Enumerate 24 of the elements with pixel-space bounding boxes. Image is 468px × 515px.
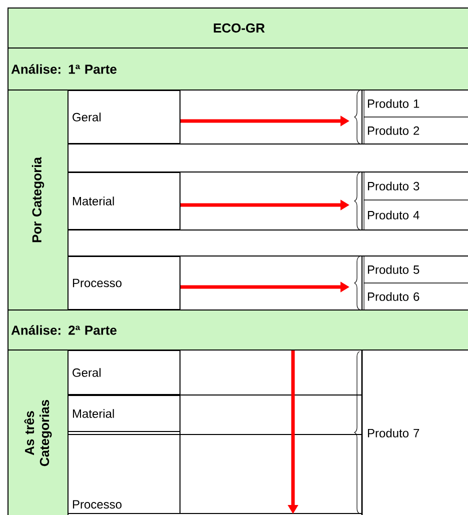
product-cell: Produto 2: [364, 116, 468, 144]
category-cell: Geral: [68, 350, 180, 395]
category-band: Por Categoria: [8, 90, 68, 310]
category-cell: Geral: [68, 90, 180, 144]
category-band: As três Categorias: [8, 350, 68, 515]
section-header: Análise: 2ª Parte: [8, 310, 468, 350]
category-cell: Processo: [68, 256, 180, 310]
curly-brace: [354, 256, 360, 310]
product-cell: Produto 1: [364, 90, 468, 118]
title-band: ECO-GR: [8, 8, 468, 48]
category-cell: Processo: [68, 434, 362, 514]
category-cell: Material: [68, 172, 180, 230]
product-cell: Produto 7: [368, 428, 420, 438]
node-label: As três Categorias: [24, 400, 52, 466]
product-cell: Produto 5: [364, 256, 468, 284]
curly-brace: [354, 172, 360, 230]
curly-brace: [354, 351, 360, 514]
category-cell: Material: [68, 395, 180, 432]
product-cell: Produto 3: [364, 172, 468, 200]
node-label: ECO-GR: [214, 23, 265, 33]
product-cell: Produto 4: [364, 200, 468, 230]
curly-brace: [354, 90, 360, 144]
section-header: Análise: 1ª Parte: [8, 48, 468, 90]
product-cell: Produto 6: [364, 282, 468, 310]
